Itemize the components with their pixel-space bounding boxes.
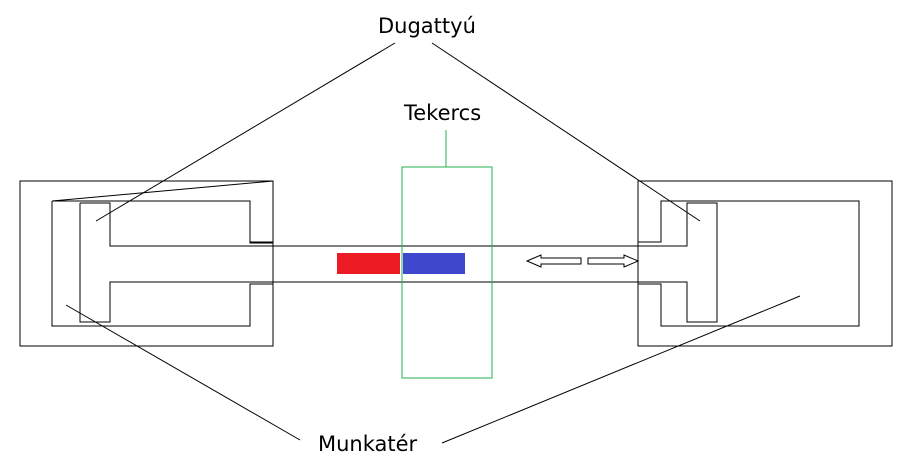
- right-cylinder-outer-wall: [637, 180, 893, 347]
- coil: [401, 166, 493, 379]
- left-cylinder-bore: [51, 181, 274, 346]
- magnet-red: [337, 253, 400, 274]
- arrow-right-icon: [587, 254, 640, 268]
- right-piston: [492, 202, 718, 323]
- piston-rod: [400, 245, 492, 283]
- left-cylinder: [19, 180, 274, 347]
- chamber-label: Munkatér: [318, 432, 418, 456]
- chamber-leader-lines: [65, 295, 801, 444]
- left-chamber-inner-wall: [51, 180, 274, 244]
- piston-label: Dugattyú: [378, 14, 476, 38]
- coil-label: Tekercs: [404, 101, 482, 125]
- left-cylinder-outer-wall: [19, 180, 274, 347]
- arrow-left-icon: [525, 254, 582, 268]
- right-cylinder-bore: [637, 181, 860, 346]
- double-arrow-left-right-icon: [525, 254, 640, 268]
- right-cylinder: [637, 180, 893, 347]
- magnet-blue: [403, 253, 465, 274]
- left-piston: [79, 202, 400, 323]
- piston-leader-lines: [95, 42, 701, 222]
